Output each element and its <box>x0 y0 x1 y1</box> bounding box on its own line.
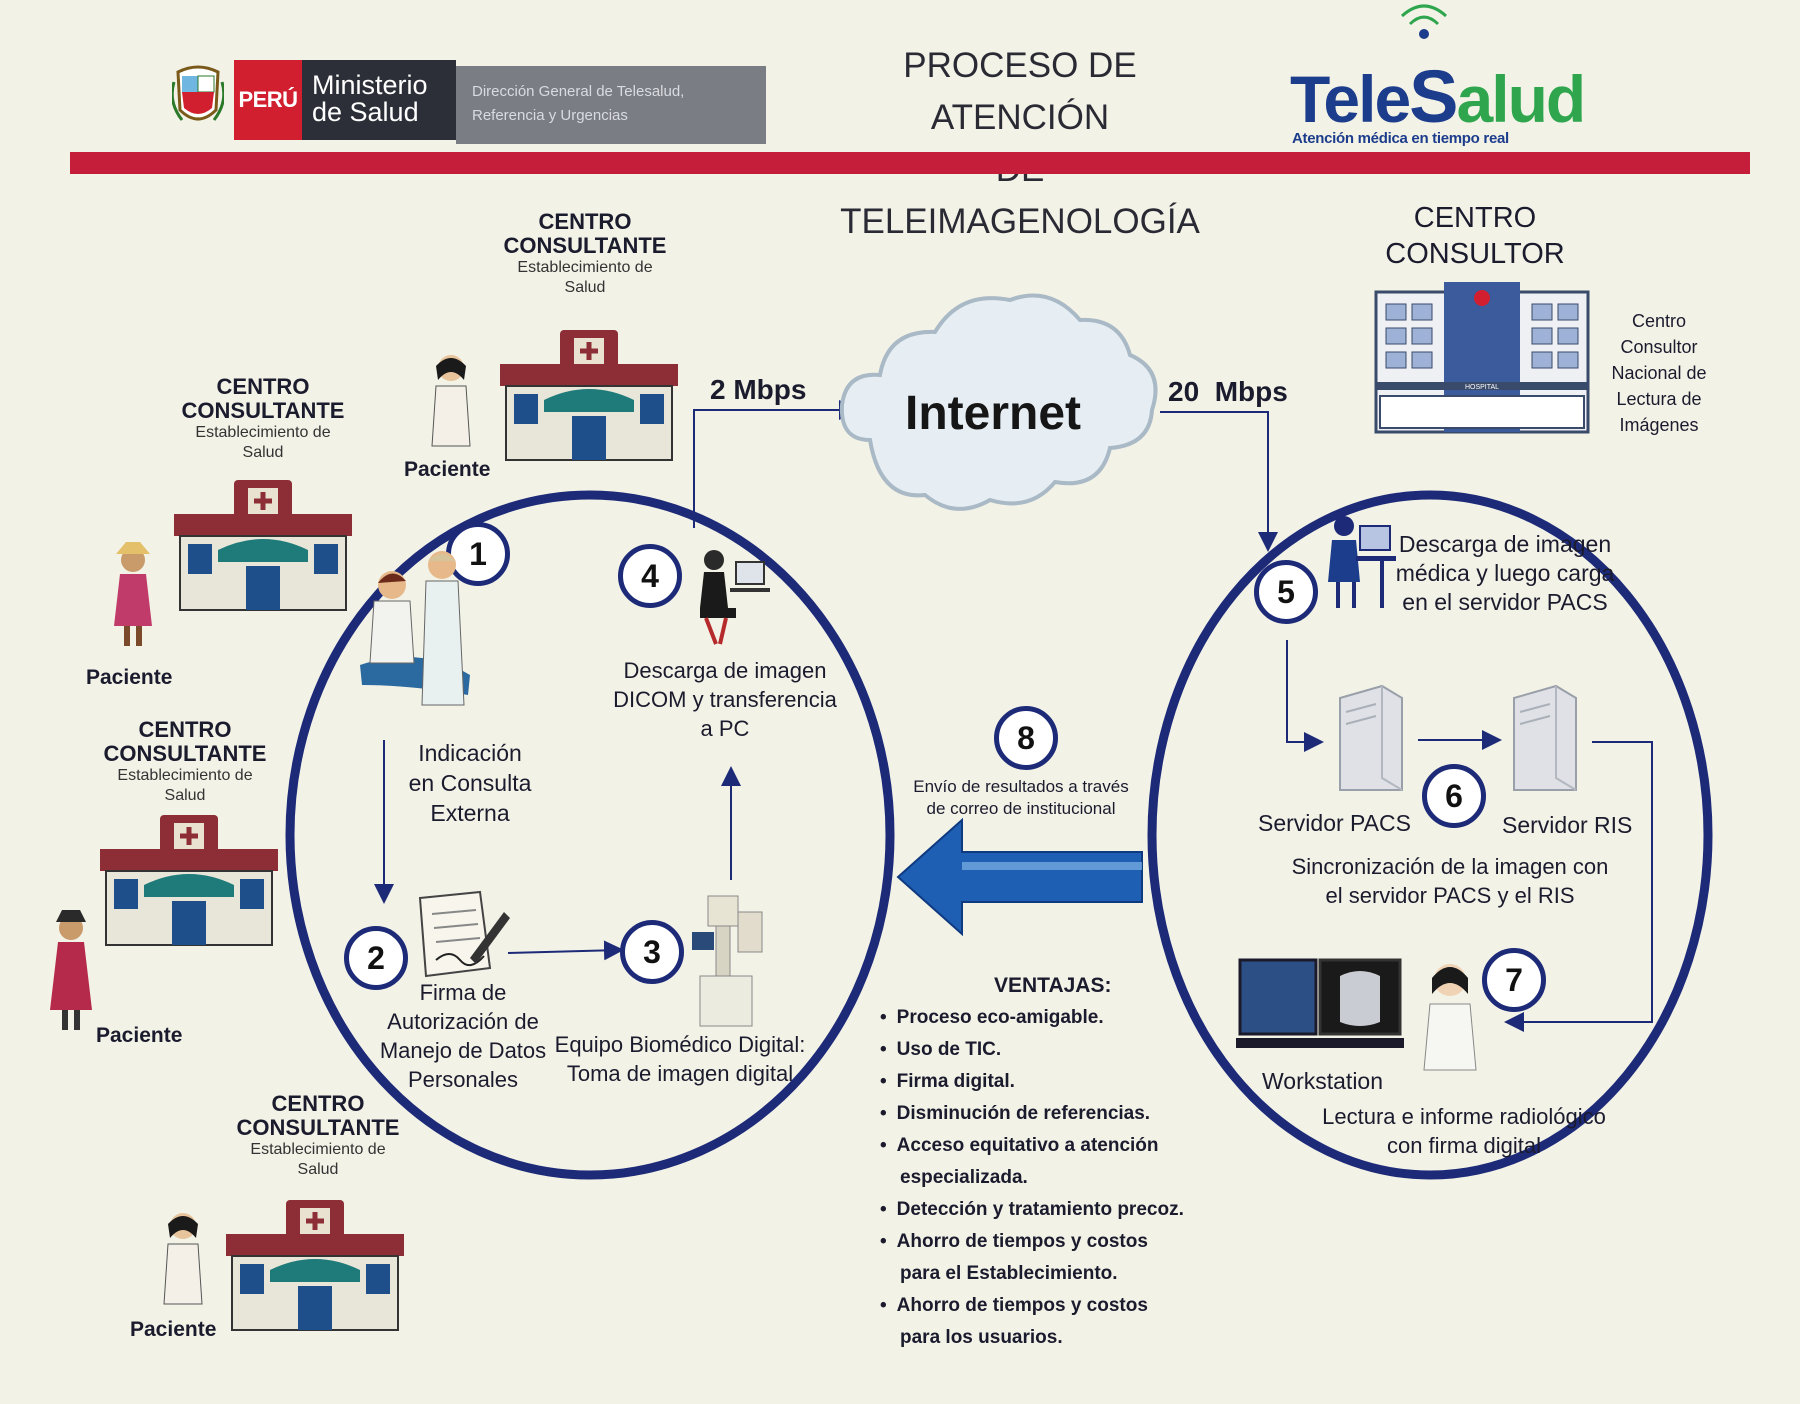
step-3-badge: 3 <box>620 920 684 984</box>
patient-icon <box>50 910 92 1030</box>
step-5-caption: Descarga de imagen médica y luego carga … <box>1395 531 1615 615</box>
hospital-icon: HOSPITAL <box>1374 282 1590 434</box>
patient-icon <box>163 1213 203 1305</box>
health-center-icon <box>226 1200 404 1331</box>
health-center-icon <box>500 330 678 461</box>
patient-icon <box>114 542 152 646</box>
arrow-2-to-3 <box>507 940 624 961</box>
step-2-caption: Firma de Autorización de Manejo de Datos… <box>379 980 547 1092</box>
consultante-process-circle <box>285 490 895 1180</box>
consultante-label-top: CENTRO CONSULTANTE Establecimiento de Sa… <box>503 209 667 297</box>
step-1-caption: Indicación en Consulta Externa <box>408 740 532 826</box>
step-8-badge: 8 <box>994 706 1058 770</box>
advantages-panel: VENTAJAS: Proceso eco-amigable.Uso de TI… <box>880 974 1220 1354</box>
advantage-item: Uso de TIC. <box>880 1034 1220 1066</box>
pacs-server-label: Servidor PACS <box>1258 810 1411 836</box>
telesalud-tagline: Atención médica en tiempo real <box>1292 130 1509 147</box>
hospital-sign: HOSPITAL <box>1465 384 1499 391</box>
radiologist-icon <box>1423 964 1477 1071</box>
link-2mbps <box>693 400 859 528</box>
consultante-label-left-top: CENTRO CONSULTANTE Establecimiento de Sa… <box>181 374 345 462</box>
directorate-label: Dirección General de Telesalud, Referenc… <box>456 66 766 144</box>
step-6-caption: Sincronización de la imagen con el servi… <box>1291 854 1609 908</box>
ris-server-icon <box>1513 684 1577 791</box>
arrow-5-to-pacs <box>1286 640 1324 752</box>
patient-label-left-middle: Paciente <box>96 1024 183 1047</box>
consultante-label-bottom: CENTRO CONSULTANTE Establecimiento de Sa… <box>236 1091 400 1179</box>
results-arrow <box>896 817 1143 937</box>
health-center-icon <box>100 815 278 946</box>
internet-label: Internet <box>905 387 1082 440</box>
telesalud-logo: TeleSalud Atención médica en tiempo real <box>1290 4 1586 150</box>
ministry-label: Ministerio de Salud <box>302 60 456 140</box>
step-7-badge: 7 <box>1482 948 1546 1012</box>
step-1-badge: 1 <box>446 522 510 586</box>
patient-label-top: Paciente <box>404 458 491 481</box>
advantage-item: Proceso eco-amigable. <box>880 1002 1220 1034</box>
speed-2mbps: 2 Mbps <box>710 374 807 405</box>
step-5-badge: 5 <box>1254 560 1318 624</box>
arrow-ris-to-7 <box>1504 741 1653 1032</box>
patient-icon <box>431 355 471 447</box>
advantage-item: para el Establecimiento. <box>900 1263 1118 1284</box>
advantage-item: Disminución de referencias. <box>880 1098 1220 1130</box>
telesalud-wordmark: TeleSalud <box>1290 55 1586 138</box>
patient-label-left-top: Paciente <box>86 666 173 689</box>
advantage-item: especializada. <box>900 1167 1028 1188</box>
advantage-item: para los usuarios. <box>900 1327 1063 1348</box>
workstation-label: Workstation <box>1262 1068 1384 1094</box>
step-6-badge: 6 <box>1422 764 1486 828</box>
consultor-title: CENTRO CONSULTOR <box>1385 202 1565 270</box>
ris-server-label: Servidor RIS <box>1502 812 1633 838</box>
consultante-label-left-middle: CENTRO CONSULTANTE Establecimiento de Sa… <box>103 717 267 805</box>
patient-label-bottom: Paciente <box>130 1318 217 1341</box>
advantages-title: VENTAJAS: <box>994 974 1112 997</box>
advantage-item: Acceso equitativo a atención <box>880 1130 1220 1162</box>
step-8-caption: Envío de resultados a través de correo d… <box>913 777 1129 818</box>
wifi-signal-icon <box>1400 4 1448 39</box>
radiologist-computer-icon <box>1328 516 1396 608</box>
step-4-badge: 4 <box>618 544 682 608</box>
advantages-list: Proceso eco-amigable.Uso de TIC.Firma di… <box>880 1002 1220 1354</box>
consultor-side-label: Centro Consultor Nacional de Lectura de … <box>1611 311 1707 435</box>
speed-20mbps: 20 Mbps <box>1168 376 1288 407</box>
step-3-caption: Equipo Biomédico Digital: Toma de imagen… <box>554 1032 806 1086</box>
step-7-caption: Lectura e informe radiológico con firma … <box>1322 1104 1606 1158</box>
consultor-process-circle <box>1147 490 1713 1180</box>
advantage-item: Ahorro de tiempos y costos <box>880 1226 1220 1258</box>
advantage-item: Detección y tratamiento precoz. <box>880 1194 1220 1226</box>
advantage-item: Ahorro de tiempos y costos <box>880 1290 1220 1322</box>
health-center-icon <box>174 480 352 611</box>
advantage-item: Firma digital. <box>880 1066 1220 1098</box>
step-4-caption: Descarga de imagen DICOM y transferencia… <box>613 658 837 741</box>
internet-cloud-icon <box>839 293 1158 511</box>
workstation-icon <box>1236 958 1404 1048</box>
step-2-badge: 2 <box>344 926 408 990</box>
digital-xray-equipment-icon <box>692 895 763 1027</box>
peru-coat-of-arms-icon <box>172 65 224 121</box>
peru-label: PERÚ <box>234 60 302 140</box>
technician-computer-icon <box>700 550 770 645</box>
header-divider <box>70 152 1750 174</box>
signature-document-icon <box>418 890 510 978</box>
pacs-server-icon <box>1339 684 1403 791</box>
link-20mbps <box>1160 411 1278 552</box>
doctor-consultation-icon <box>360 551 470 706</box>
